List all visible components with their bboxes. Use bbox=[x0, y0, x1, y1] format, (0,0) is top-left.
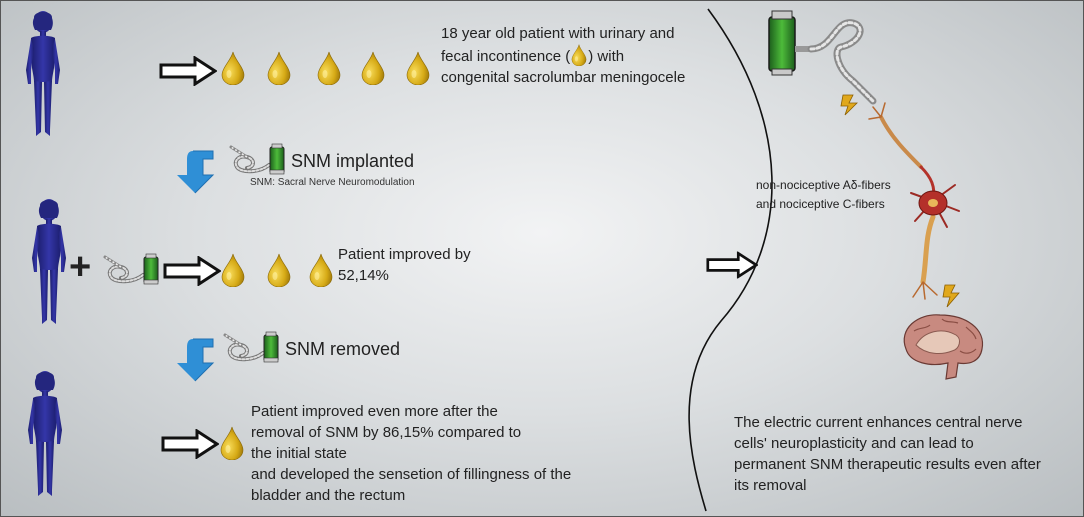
snm-removed-label: SNM removed bbox=[285, 339, 401, 359]
case-line-2: fecal incontinence () with bbox=[441, 44, 721, 67]
plus-sign: + bbox=[69, 246, 92, 288]
improvement-2-text: Patient improved even more after the rem… bbox=[251, 403, 572, 504]
brain-icon bbox=[903, 314, 984, 380]
case-line-3: congenital sacrolumbar meningocele bbox=[441, 69, 686, 86]
improvement-1-text: Patient improved by 52,14% bbox=[338, 246, 471, 284]
neuron-icon bbox=[868, 102, 960, 300]
outline-arrow-icon bbox=[706, 251, 758, 279]
snm-definition: SNM: Sacral Nerve Neuromodulation bbox=[250, 177, 415, 188]
case-description: 18 year old patient with urinary and fec… bbox=[441, 23, 721, 88]
stimulator-device-icon bbox=[768, 10, 877, 105]
lightning-icon bbox=[942, 284, 960, 308]
lightning-icon bbox=[840, 94, 858, 116]
snm-implanted-label: SNM implanted bbox=[291, 151, 415, 171]
fibers-label: non-nociceptive Aδ-fibers and nociceptiv… bbox=[756, 178, 891, 211]
case-line-1: 18 year old patient with urinary and bbox=[441, 25, 675, 42]
conclusion-text: The electric current enhances central ne… bbox=[734, 414, 1041, 494]
